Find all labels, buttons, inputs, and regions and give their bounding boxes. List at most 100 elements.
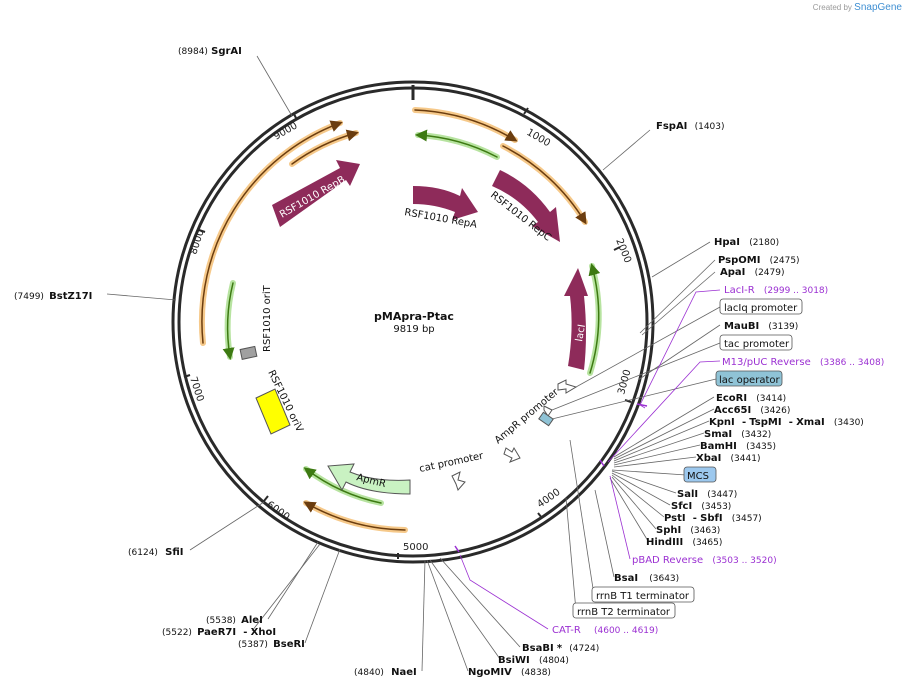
ecori-line: [613, 396, 715, 458]
svg-text:(6124) SfiI: (6124) SfiI: [128, 547, 183, 558]
svg-text:HindIII (3465): HindIII (3465): [646, 537, 722, 548]
repa-arrow: [413, 186, 478, 220]
bsabi-line: [439, 557, 521, 648]
fspai-pos: (1403): [695, 122, 725, 132]
rrnbt2-line: [565, 497, 577, 612]
snapgene-watermark: Created by SnapGene: [813, 2, 902, 13]
svg-text:BsaI (3643): BsaI (3643): [614, 573, 679, 584]
svg-text:Acc65I (3426): Acc65I (3426): [714, 405, 790, 416]
pbad-name: pBAD Reverse: [632, 555, 703, 566]
rrnbt1-label: rrnB T1 terminator: [596, 591, 690, 602]
tspmi-name: TspMI: [749, 417, 781, 428]
sali-name: SalI: [677, 489, 698, 500]
bsabi-pos: (4724): [569, 644, 599, 654]
svg-text:BamHI (3435): BamHI (3435): [700, 441, 776, 452]
psti-sep: -: [693, 513, 697, 524]
alei-line: [267, 541, 319, 620]
tick-marks: [183, 107, 632, 559]
m13-pos: (3386 .. 3408): [820, 358, 884, 368]
svg-text:(4840) NaeI: (4840) NaeI: [354, 667, 417, 678]
hindiii-line: [609, 477, 649, 542]
sgrai-pos: (8984): [178, 47, 208, 57]
svg-text:(5522) PaeR7I - XhoI: (5522) PaeR7I - XhoI: [162, 627, 276, 638]
apmr-arrow: [327, 463, 411, 495]
alei-pos: (5538): [206, 616, 236, 626]
bsai-name: BsaI: [614, 573, 638, 584]
psti-pos: (3457): [732, 514, 762, 524]
svg-text:ApaI (2479): ApaI (2479): [720, 267, 785, 278]
catr-name: CAT-R: [552, 625, 581, 636]
xhoi-name: XhoI: [251, 627, 276, 638]
naei-line: [421, 559, 426, 672]
tick-3000: [624, 399, 632, 403]
rrnbt1-line: [569, 439, 595, 596]
mcs-line: [611, 469, 687, 476]
fspai-line: [602, 129, 651, 171]
bsiwi-name: BsiWI: [498, 655, 530, 666]
tick-4000: [537, 512, 543, 519]
kpni-name: KpnI: [709, 417, 735, 428]
ampr-promoter-label: AmpR promoter: [493, 386, 562, 446]
tac-label: tac promoter: [724, 339, 790, 350]
naei-pos: (4840): [354, 668, 384, 678]
rrnbt1-box: [591, 586, 695, 603]
kpni-pos: (3430): [834, 418, 864, 428]
psti-line: [611, 474, 665, 518]
hpai-name: HpaI: [714, 237, 740, 248]
xbai-name: XbaI: [696, 453, 721, 464]
xmai-name: XmaI: [796, 417, 825, 428]
label-boxes: [572, 298, 803, 619]
laci-r-pos: (2999 .. 3018): [764, 286, 828, 296]
bamhi-line: [613, 444, 701, 466]
ngomiv-line: [426, 559, 469, 672]
lacop-line: [551, 378, 717, 420]
cat-promoter-marker: [451, 471, 466, 491]
m13-name: M13/pUC Reverse: [722, 357, 811, 368]
pspomi-line: [639, 259, 716, 334]
oriv-feature: [255, 388, 291, 435]
sfci-pos: (3453): [701, 502, 731, 512]
pspomi-name: PspOMI: [718, 255, 760, 266]
mcs-label: MCS: [687, 471, 709, 482]
laci-r-line: [639, 289, 721, 409]
bamhi-name: BamHI: [700, 441, 737, 452]
sfii-name: SfiI: [165, 547, 183, 558]
ngomiv-pos: (4838): [521, 668, 551, 678]
maubi-name: MauBI: [724, 321, 759, 332]
paer7i-line: [251, 543, 321, 632]
tick-label-5000: 5000: [403, 542, 428, 553]
svg-text:KpnI - TspMI - XmaI (3430): KpnI - TspMI - XmaI (3430): [709, 417, 864, 428]
cat-promoter-label: cat promoter: [418, 450, 485, 474]
svg-text:SmaI (3432): SmaI (3432): [704, 429, 771, 440]
svg-text:(7499) BstZ17I: (7499) BstZ17I: [14, 291, 92, 302]
paer7i-name: PaeR7I: [197, 627, 236, 638]
bsai-pos: (3643): [649, 574, 679, 584]
xbai-line: [613, 456, 697, 468]
lacop-box: [715, 370, 783, 387]
bseri-pos: (5387): [238, 640, 268, 650]
sfci-line: [611, 472, 671, 506]
sfii-line: [189, 501, 265, 551]
kpni-sep1: -: [742, 417, 746, 428]
pspomi-pos: (2475): [770, 256, 800, 266]
svg-text:SphI (3463): SphI (3463): [656, 525, 720, 536]
svg-text:(5387) BseRI: (5387) BseRI: [238, 639, 305, 650]
watermark-prefix: Created by: [812, 3, 852, 12]
bseri-line: [304, 548, 341, 644]
psti-name: PstI: [664, 513, 686, 524]
bstz17i-pos: (7499): [14, 292, 44, 302]
sphi-pos: (3463): [690, 526, 720, 536]
paer7i-pos: (5522): [162, 628, 192, 638]
repb-arrow: [272, 160, 360, 227]
svg-text:HpaI (2180): HpaI (2180): [714, 237, 779, 248]
laci-r-name: LacI-R: [724, 285, 755, 296]
acc65i-pos: (3426): [760, 406, 790, 416]
orit-label: RSF1010 oriT: [262, 284, 273, 352]
lac-operator-marker: [538, 411, 554, 427]
svg-text:PspOMI (2475): PspOMI (2475): [718, 255, 800, 266]
watermark-brand: SnapGene: [854, 2, 902, 13]
kpni-sep2: -: [789, 417, 793, 428]
sgrai-line: [256, 55, 293, 117]
laci-arrow: [564, 268, 588, 370]
laci-label: lacI: [574, 324, 588, 343]
